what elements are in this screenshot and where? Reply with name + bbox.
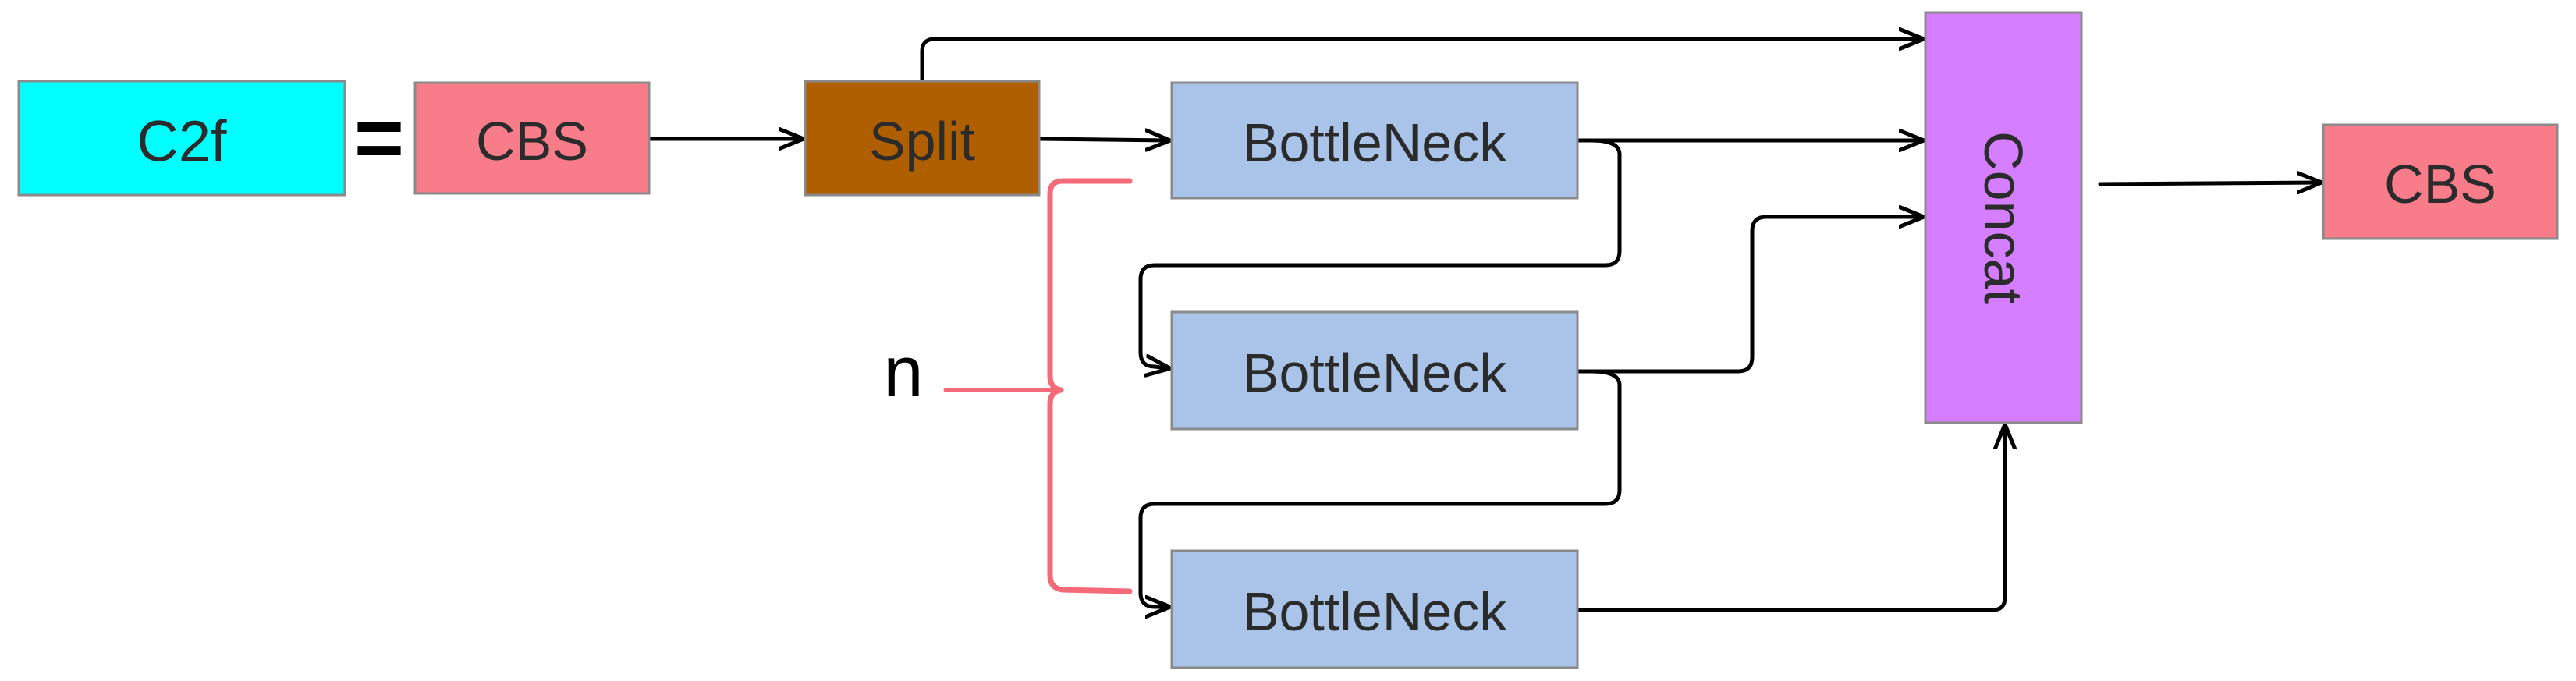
bottleneck-2-label: BottleNeck (1243, 342, 1507, 403)
node-bottleneck-3: BottleNeck (1170, 549, 1579, 669)
c2f-label: C2f (137, 109, 227, 174)
repeat-brace: n (883, 178, 1133, 594)
edge-split-to-concat-top (920, 39, 1922, 83)
concat-label: Concat (1973, 131, 2034, 304)
cbs-input-label: CBS (476, 111, 588, 172)
node-bottleneck-1: BottleNeck (1170, 81, 1579, 200)
node-bottleneck-2: BottleNeck (1170, 310, 1579, 431)
bottleneck-3-label: BottleNeck (1243, 581, 1507, 642)
cbs-output-label: CBS (2384, 154, 2496, 215)
brace-bracket (1047, 178, 1133, 594)
node-concat: Concat (1924, 11, 2083, 424)
edge-bottleneck-1-to-bottleneck-2 (1138, 138, 1622, 368)
edge-bottleneck-2-to-bottleneck-3 (1138, 369, 1622, 607)
edges (647, 39, 2320, 612)
node-c2f: C2f (17, 80, 346, 197)
bottleneck-1-label: BottleNeck (1243, 112, 1507, 173)
edge-split-to-bottleneck-1 (1037, 139, 1169, 140)
repeat-count-label: n (883, 332, 923, 412)
edge-bottleneck-2-to-concat (1575, 217, 1922, 374)
node-split: Split (804, 80, 1041, 197)
node-cbs-input: CBS (413, 81, 651, 195)
node-cbs-output: CBS (2322, 123, 2559, 240)
split-label: Split (869, 111, 975, 172)
edge-concat-to-cbs (2098, 183, 2320, 184)
equals-sign: = (354, 90, 404, 186)
edge-bottleneck-3-to-concat (1575, 426, 2005, 612)
